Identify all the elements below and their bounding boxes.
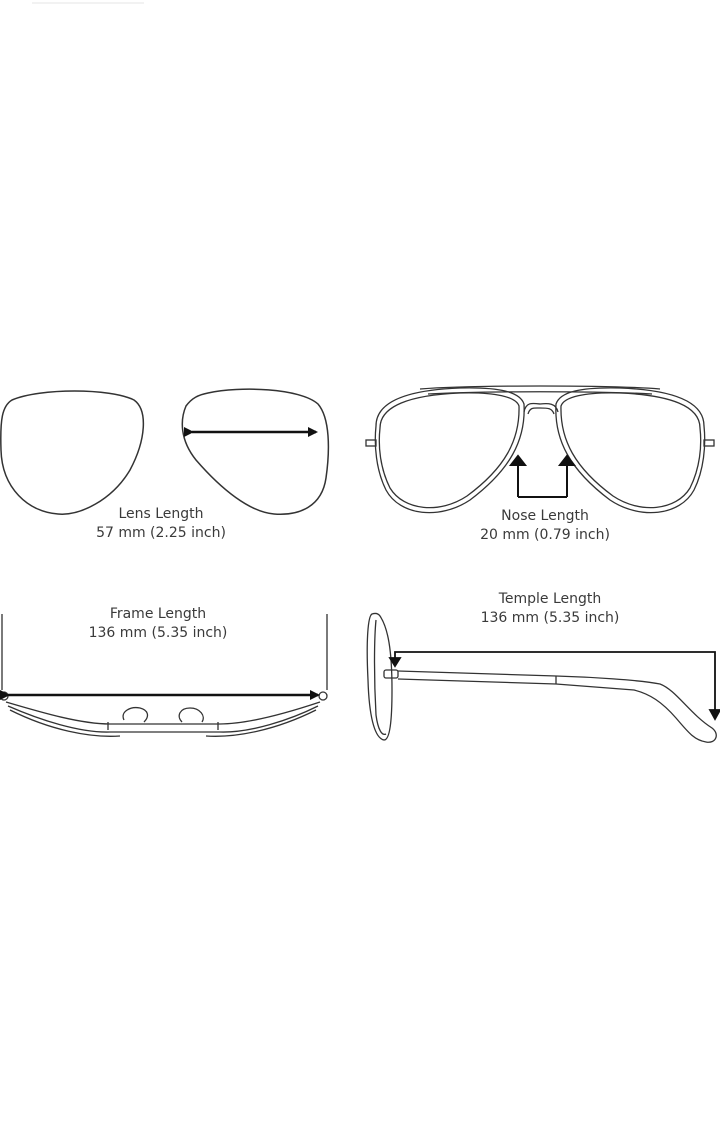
lens-length-title: Lens Length xyxy=(118,506,204,522)
temple-length-label: Temple Length 136 mm (5.35 inch) xyxy=(481,590,620,628)
frame-length-title: Frame Length xyxy=(109,606,207,622)
side-temple-arm xyxy=(397,670,717,743)
right-nose-pad xyxy=(178,707,204,723)
left-frame xyxy=(374,387,525,514)
lens-length-value: 57 mm (2.25 inch) xyxy=(96,525,226,541)
lens-length-panel xyxy=(0,388,330,515)
left-hinge xyxy=(365,439,377,447)
frame-length-value: 136 mm (5.35 inch) xyxy=(88,625,228,641)
frame-top-view-front xyxy=(5,701,321,725)
faint-top-artifact xyxy=(32,2,144,4)
frame-length-panel xyxy=(0,614,328,737)
side-lens xyxy=(366,612,393,741)
nose-length-arrows xyxy=(508,454,577,498)
temple-length-arrows xyxy=(388,651,720,721)
nose-length-panel xyxy=(365,385,715,514)
temple-length-value: 136 mm (5.35 inch) xyxy=(480,610,620,626)
left-lens-shape xyxy=(0,390,144,515)
nose-length-value: 20 mm (0.79 inch) xyxy=(480,527,610,543)
nose-bridge xyxy=(523,402,559,413)
top-bridge-bar xyxy=(419,385,661,390)
right-frame xyxy=(555,387,706,514)
right-lens-shape xyxy=(181,388,330,515)
lens-length-label: Lens Length 57 mm (2.25 inch) xyxy=(96,505,226,543)
temple-length-panel xyxy=(366,612,717,743)
temple-length-title: Temple Length xyxy=(498,591,602,607)
side-hinge xyxy=(383,669,399,679)
left-nose-pad xyxy=(122,706,149,723)
frame-length-label: Frame Length 136 mm (5.35 inch) xyxy=(89,605,228,643)
nose-length-title: Nose Length xyxy=(501,508,589,524)
nose-length-label: Nose Length 20 mm (0.79 inch) xyxy=(480,507,610,545)
right-hinge xyxy=(703,439,715,447)
